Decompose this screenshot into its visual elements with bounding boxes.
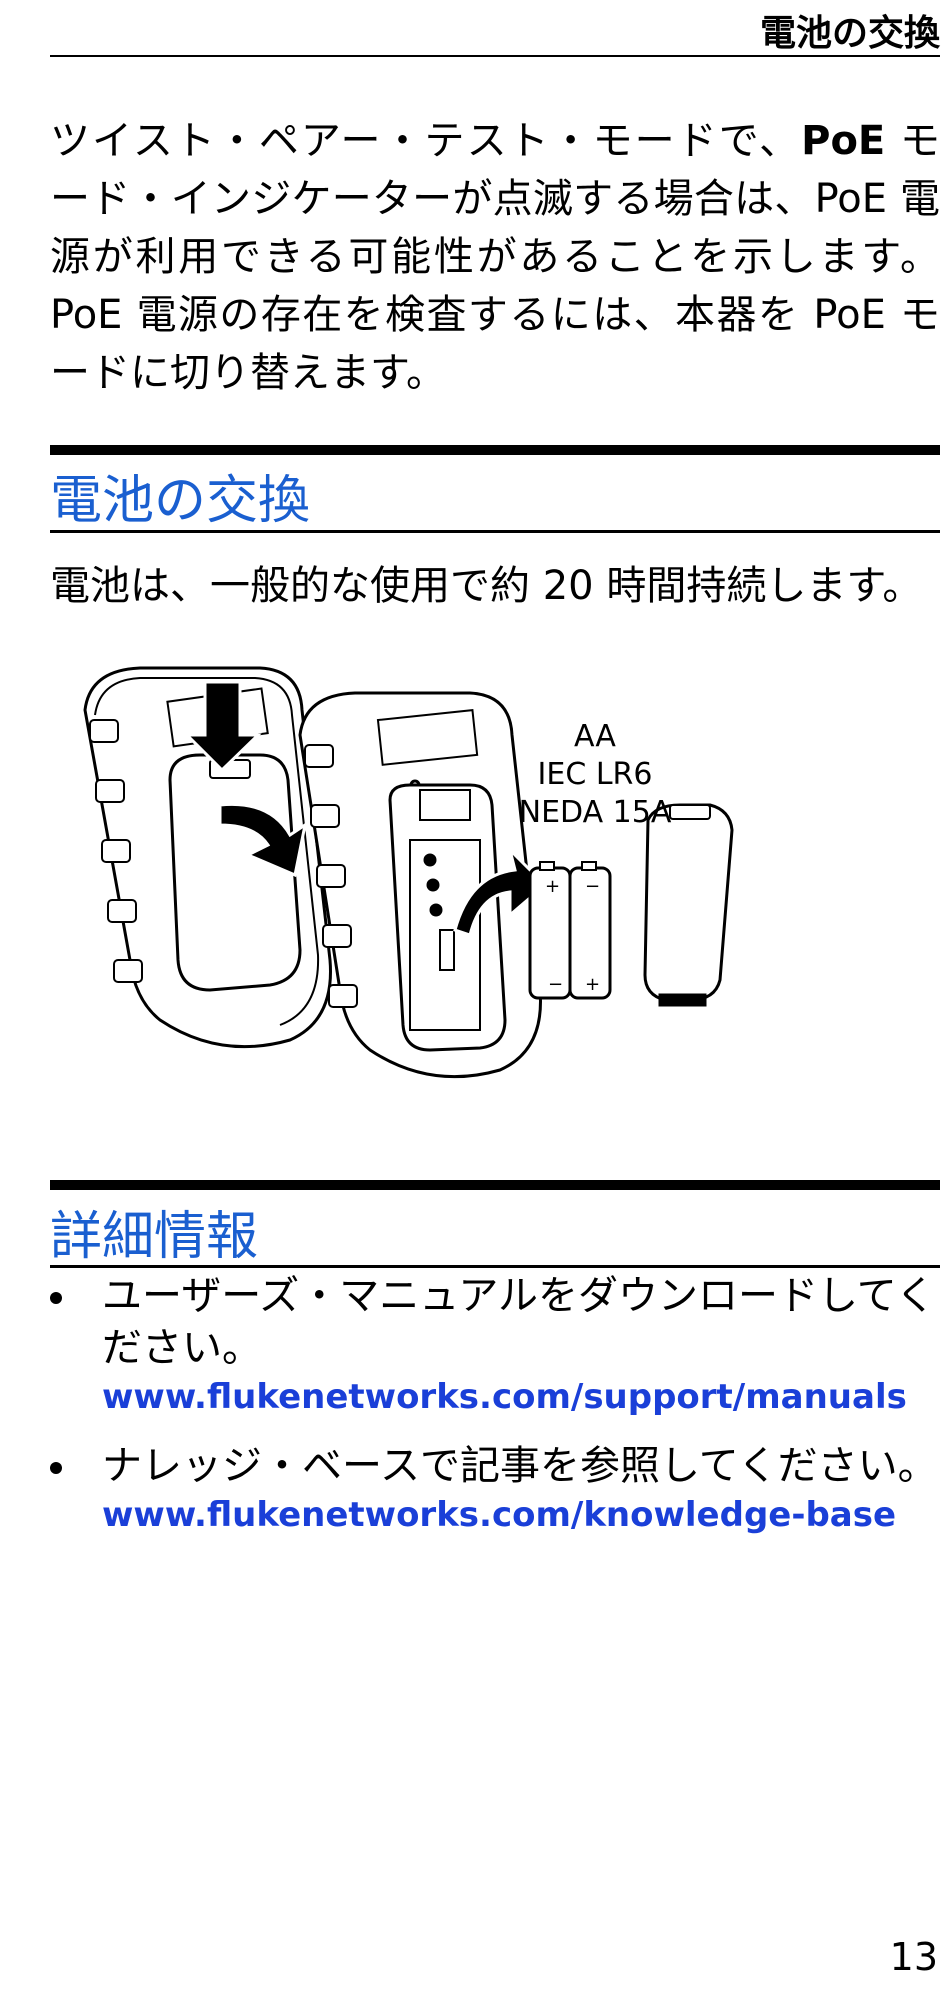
page-number: 13 bbox=[889, 1935, 938, 1979]
page-header-title: 電池の交換 bbox=[759, 13, 940, 54]
battery-replacement-figure: + − − + AA IEC LR6 NEDA 15A bbox=[70, 660, 920, 1090]
section-rule-bottom bbox=[50, 1265, 940, 1268]
battery-cover bbox=[643, 803, 734, 1007]
intro-paragraph: ツイスト・ペアー・テスト・モードで、PoE モード・インジケーターが点滅する場合… bbox=[50, 112, 940, 402]
battery-type-label: AA bbox=[574, 719, 616, 754]
aa-batteries: + − − + bbox=[528, 861, 612, 1000]
list-item: ユーザーズ・マニュアルをダウンロードしてください。 www.flukenetwo… bbox=[50, 1270, 940, 1420]
svg-text:−: − bbox=[585, 876, 600, 897]
svg-text:+: + bbox=[545, 876, 560, 897]
info-section-heading: 詳細情報 bbox=[50, 1207, 259, 1267]
info-list: ユーザーズ・マニュアルをダウンロードしてください。 www.flukenetwo… bbox=[50, 1270, 940, 1558]
header-rule bbox=[50, 55, 940, 57]
manuals-link[interactable]: www.flukenetworks.com/support/manuals bbox=[102, 1377, 907, 1417]
battery-life-text: 電池は、一般的な使用で約 20 時間持続します。 bbox=[50, 563, 923, 609]
battery-section-heading: 電池の交換 bbox=[50, 471, 311, 531]
list-item-text: ナレッジ・ベースで記事を参照してください。 bbox=[102, 1443, 938, 1489]
battery-neda-label: NEDA 15A bbox=[519, 795, 672, 830]
battery-iec-label: IEC LR6 bbox=[538, 757, 653, 792]
intro-prefix: ツイスト・ペアー・テスト・モードで、 bbox=[50, 118, 802, 164]
section-rule-bottom bbox=[50, 530, 940, 533]
intro-suffix: モード・インジケーターが点滅する場合は、PoE 電源が利用できる可能性があること… bbox=[50, 118, 940, 396]
tester-back-with-cover bbox=[83, 666, 332, 1049]
list-item: ナレッジ・ベースで記事を参照してください。 www.flukenetworks.… bbox=[50, 1440, 940, 1538]
section-rule-top bbox=[50, 445, 940, 455]
battery-illustration: + − − + AA IEC LR6 NEDA 15A bbox=[83, 666, 734, 1079]
knowledge-base-link[interactable]: www.flukenetworks.com/knowledge-base bbox=[102, 1495, 897, 1535]
svg-text:+: + bbox=[585, 974, 600, 995]
svg-text:−: − bbox=[548, 974, 563, 995]
bullet-dot bbox=[50, 1292, 62, 1304]
section-rule-top bbox=[50, 1180, 940, 1190]
tester-back-open bbox=[298, 691, 548, 1079]
bullet-dot bbox=[50, 1462, 62, 1474]
intro-bold: PoE bbox=[801, 118, 886, 164]
list-item-text: ユーザーズ・マニュアルをダウンロードしてください。 bbox=[102, 1273, 936, 1371]
